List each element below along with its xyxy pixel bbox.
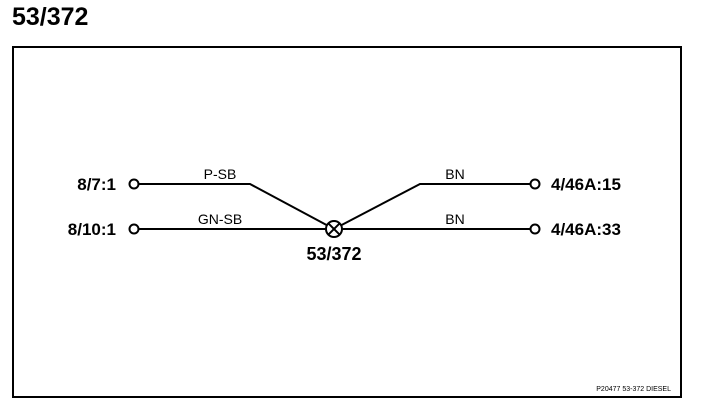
connector-label-left-top: 8/7:1 xyxy=(77,175,116,194)
terminal-left-bottom xyxy=(128,223,140,235)
splice-icon xyxy=(325,220,343,238)
diagram-frame xyxy=(12,46,682,398)
connector-label-right-bottom: 4/46A:33 xyxy=(551,220,621,239)
terminal-right-top xyxy=(529,178,541,190)
wire-label-right-bottom: BN xyxy=(445,211,464,227)
page-title: 53/372 xyxy=(12,3,89,31)
wire-label-right-top: BN xyxy=(445,166,464,182)
terminal-left-top xyxy=(128,178,140,190)
terminal-right-bottom xyxy=(529,223,541,235)
connector-label-right-top: 4/46A:15 xyxy=(551,175,621,194)
wire-right-top xyxy=(333,183,530,230)
diagram-footer: P20477 53-372 DIESEL xyxy=(596,386,671,393)
wire-label-left-bottom: GN-SB xyxy=(198,211,242,227)
connector-label-left-bottom: 8/10:1 xyxy=(68,220,116,239)
splice-label: 53/372 xyxy=(306,244,361,264)
wire-left-top xyxy=(139,183,335,230)
wire-label-left-top: P-SB xyxy=(204,166,237,182)
